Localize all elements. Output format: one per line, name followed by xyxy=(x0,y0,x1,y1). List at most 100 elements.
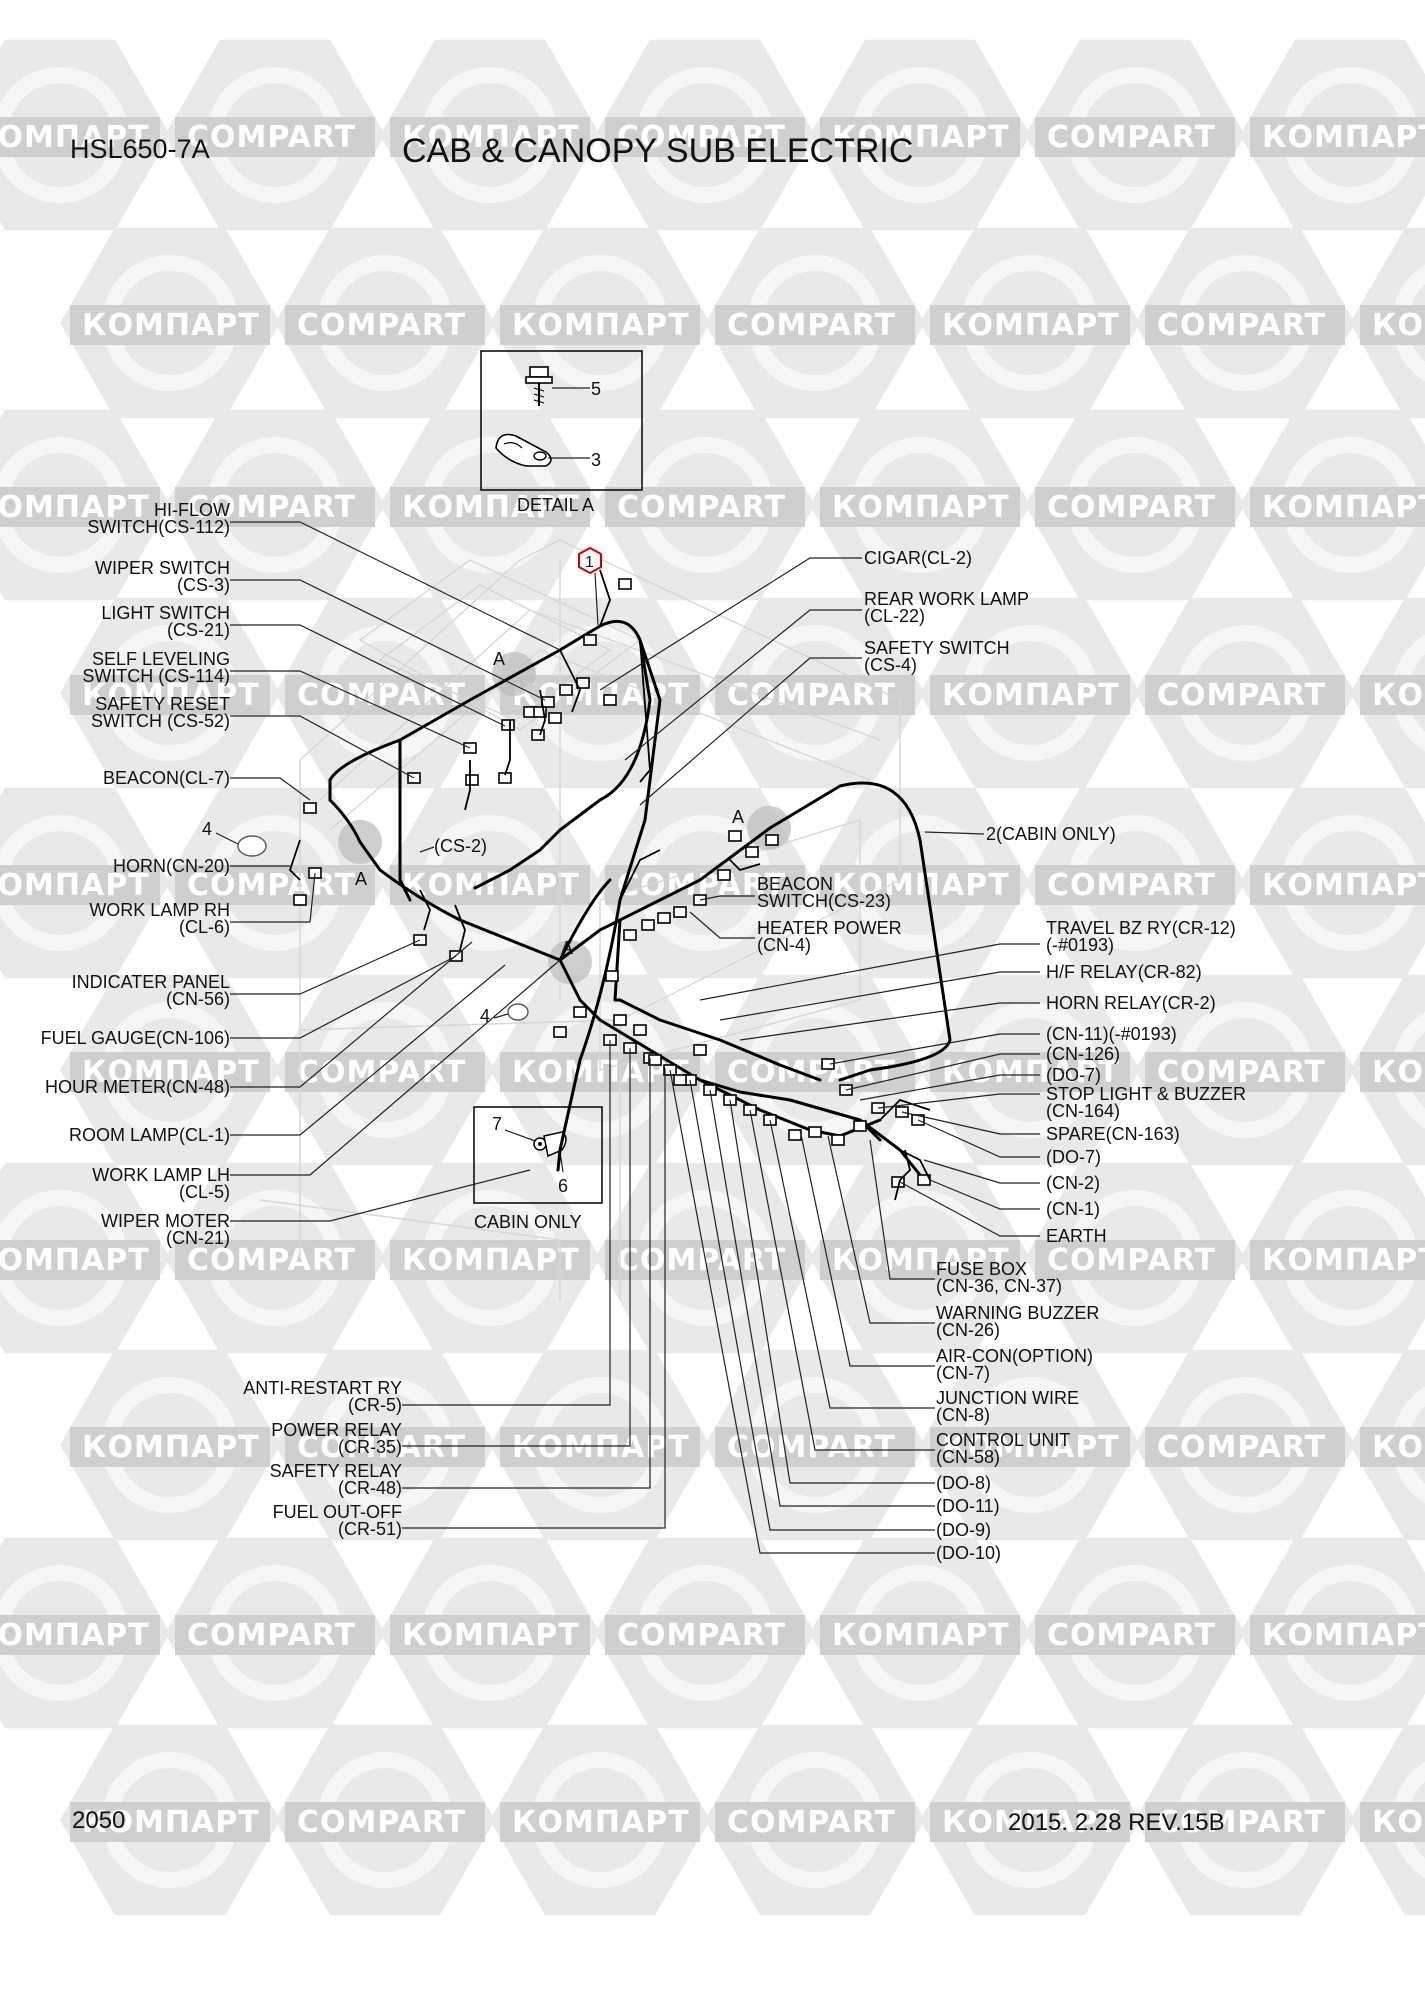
cabin-only-title: CABIN ONLY xyxy=(474,1212,582,1232)
top-right-label-2-sub: (CS-4) xyxy=(864,655,917,675)
left-label-4: SAFETY RESET xyxy=(95,694,230,714)
watermark-band xyxy=(1360,675,1425,715)
watermark-tile: КОМПАРТ xyxy=(1240,409,1425,601)
page-title: CAB & CANOPY SUB ELECTRIC xyxy=(402,132,913,170)
bottom-left-label-0: ANTI-RESTART RY xyxy=(243,1378,402,1398)
harness-connector xyxy=(303,802,317,814)
left-label-7: WORK LAMP RH xyxy=(89,900,230,920)
watermark-band xyxy=(1250,865,1425,905)
watermark-tile: КОМПАРТ xyxy=(0,1537,170,1729)
watermark-text: КОМПАРТ xyxy=(832,120,1010,155)
watermark-tile: КОМПАРТ xyxy=(810,39,1030,231)
watermark-text: COMPART xyxy=(727,1430,896,1465)
work-lamp-part-4: 4 xyxy=(480,1003,529,1026)
watermark-text: КОМПАРТ xyxy=(832,1243,1010,1278)
clamp-icon xyxy=(495,433,552,467)
watermark-text: КОМПАРТ xyxy=(832,490,1010,525)
part-1-number: 1 xyxy=(585,554,594,571)
watermark-text: COMPART xyxy=(1157,1805,1326,1840)
watermark-text: КОМПАРТ xyxy=(0,120,150,155)
watermark-band xyxy=(1250,1615,1425,1655)
harness-connector xyxy=(808,1126,822,1138)
leader-line xyxy=(230,521,561,651)
right-label-10: (CN-1) xyxy=(1046,1199,1100,1219)
watermark-band xyxy=(930,1427,1130,1467)
leader-line xyxy=(827,1135,935,1324)
harness-connector xyxy=(293,894,307,906)
right-label-3: (CN-11)(-#0193) xyxy=(1046,1024,1177,1044)
watermark-text: КОМПАРТ xyxy=(1262,1243,1425,1278)
watermark-band xyxy=(820,865,1020,905)
watermark-band xyxy=(1250,117,1425,157)
harness-connector xyxy=(583,634,597,646)
right-label-8: (DO-7) xyxy=(1046,1147,1101,1167)
watermark-tile: COMPART xyxy=(275,974,495,1166)
watermark-text: COMPART xyxy=(617,120,786,155)
watermark-band xyxy=(1145,1802,1345,1842)
watermark-band xyxy=(1145,305,1345,345)
watermark-text: КОМПАРТ xyxy=(82,308,260,343)
left-label-4-sub: SWITCH (CS-52) xyxy=(91,711,230,731)
watermark-tile: COMPART xyxy=(1135,597,1355,789)
main-harness xyxy=(328,619,952,1177)
leader-line xyxy=(729,1099,935,1484)
watermark-text: COMPART xyxy=(297,1055,466,1090)
watermark-tile: КОМПАРТ xyxy=(1240,39,1425,231)
watermark-text: COMPART xyxy=(727,1805,896,1840)
bottom-right-label-7: (DO-9) xyxy=(936,1520,991,1540)
harness-connector xyxy=(465,774,479,786)
watermark-tile: COMPART xyxy=(595,409,815,601)
watermark-band xyxy=(930,675,1130,715)
detail-a-letter-2: A xyxy=(355,869,367,889)
watermark-tile: КОМПАРТ xyxy=(60,1724,280,1916)
watermark-text: КОМПАРТ xyxy=(0,1618,150,1653)
labels-right: TRAVEL BZ RY(CR-12)(-#0193)H/F RELAY(CR-… xyxy=(1046,918,1246,1246)
leader-line xyxy=(689,1079,935,1531)
leader-line xyxy=(799,1129,935,1367)
watermark-band xyxy=(175,117,375,157)
cs2-label: (CS-2) xyxy=(434,836,487,856)
watermark-tile: КОМПАРТ xyxy=(920,1349,1140,1541)
watermark-text: КОМПАРТ xyxy=(402,490,580,525)
watermark-band xyxy=(605,487,805,527)
watermark-text: КОМПАРТ xyxy=(1372,1805,1425,1840)
bottom-left-label-3: FUEL OUT-OFF xyxy=(273,1502,402,1522)
harness-connector xyxy=(573,1006,587,1018)
middle-label-1-sub: (CN-4) xyxy=(757,935,811,955)
leader-lines xyxy=(230,521,1040,1554)
watermark-tile: COMPART xyxy=(165,39,385,231)
watermark-tile: COMPART xyxy=(1025,39,1245,231)
leader-line xyxy=(624,609,862,761)
right-label-0-sub: (-#0193) xyxy=(1046,935,1114,955)
bottom-right-label-0: FUSE BOX xyxy=(936,1259,1027,1279)
watermark-text: КОМПАРТ xyxy=(942,308,1120,343)
watermark-text: COMPART xyxy=(187,490,356,525)
horn-grommet-icon xyxy=(237,835,267,857)
watermark-band xyxy=(1145,1427,1345,1467)
part-4-number-2: 4 xyxy=(480,1006,490,1026)
watermark-tile: COMPART xyxy=(705,597,925,789)
leader-line xyxy=(769,1119,935,1409)
watermark-text: COMPART xyxy=(617,490,786,525)
watermark-band xyxy=(930,1052,1130,1092)
left-label-11: ROOM LAMP(CL-1) xyxy=(69,1125,230,1145)
left-label-0-sub: SWITCH(CS-112) xyxy=(87,517,230,537)
watermark-tile: КОМПАРТ xyxy=(380,1162,600,1354)
watermark-text: COMPART xyxy=(727,308,896,343)
watermark-text: КОМПАРТ xyxy=(942,678,1120,713)
left-label-3-sub: SWITCH (CS-114) xyxy=(82,666,230,686)
cabin-harness-label: 2(CABIN ONLY) xyxy=(986,824,1116,844)
watermark-band xyxy=(0,1240,160,1280)
revision-date: 2015. 2.28 REV.15B xyxy=(1008,1809,1225,1836)
leader-line xyxy=(230,670,471,749)
detail-a-title: DETAIL A xyxy=(517,495,594,515)
leader-line xyxy=(230,1169,531,1222)
watermark-band xyxy=(175,1615,375,1655)
watermark-tile: КОМПАРТ xyxy=(1240,1537,1425,1729)
watermark-tile: COMPART xyxy=(705,227,925,419)
left-label-10: HOUR METER(CN-48) xyxy=(45,1077,230,1097)
left-label-13: WIPER MOTER xyxy=(101,1211,230,1231)
harness-branches xyxy=(288,569,931,1201)
watermark-tile: КОМПАРТ xyxy=(380,39,600,231)
harness-connector xyxy=(648,1054,662,1066)
